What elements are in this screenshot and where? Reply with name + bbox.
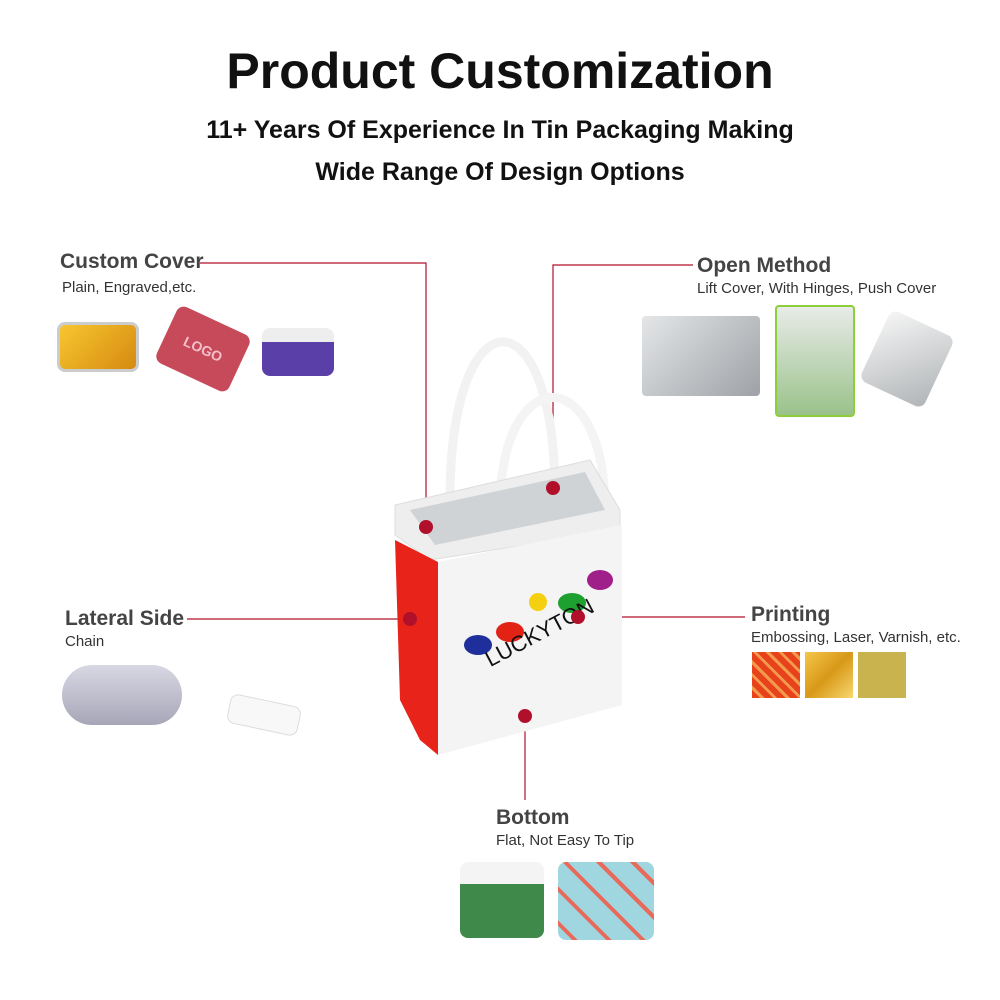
subtitle-experience: 11+ Years Of Experience In Tin Packaging…	[206, 116, 794, 144]
printing-desc: Embossing, Laser, Varnish, etc.	[751, 629, 961, 646]
flat-bottom-tin-image	[460, 862, 544, 938]
custom-cover-label: Custom Cover	[60, 250, 204, 273]
lateral-side-label: Lateral Side	[65, 607, 185, 630]
marker-open-method	[546, 481, 560, 495]
varnish-swatch	[858, 652, 906, 698]
open-method-desc: Lift Cover, With Hinges, Push Cover	[697, 280, 937, 297]
marker-printing	[571, 610, 585, 624]
subtitle-design: Wide Range Of Design Options	[315, 158, 685, 186]
page-title: Product Customization	[226, 43, 774, 99]
custom-cover-desc: Plain, Engraved,etc.	[62, 279, 197, 296]
bag-cover-tin-image	[262, 328, 334, 376]
tin-bag-product: LUCKYTON	[390, 300, 630, 760]
marker-custom-cover	[419, 520, 433, 534]
marker-lateral-side	[403, 612, 417, 626]
laser-swatch	[805, 652, 853, 698]
printing-label: Printing	[751, 603, 831, 626]
open-method-label: Open Method	[697, 254, 832, 277]
printed-tin-image	[558, 862, 654, 940]
hinged-tin-image	[775, 305, 855, 417]
lateral-side-desc: Chain	[65, 633, 105, 650]
lift-cover-tin-image	[642, 316, 760, 396]
chain-tin-image	[62, 665, 182, 725]
marker-bottom	[518, 709, 532, 723]
bottom-desc: Flat, Not Easy To Tip	[496, 832, 635, 849]
plain-cover-tin-image	[57, 322, 139, 372]
embossing-swatch	[752, 652, 800, 698]
bottom-label: Bottom	[496, 806, 570, 829]
